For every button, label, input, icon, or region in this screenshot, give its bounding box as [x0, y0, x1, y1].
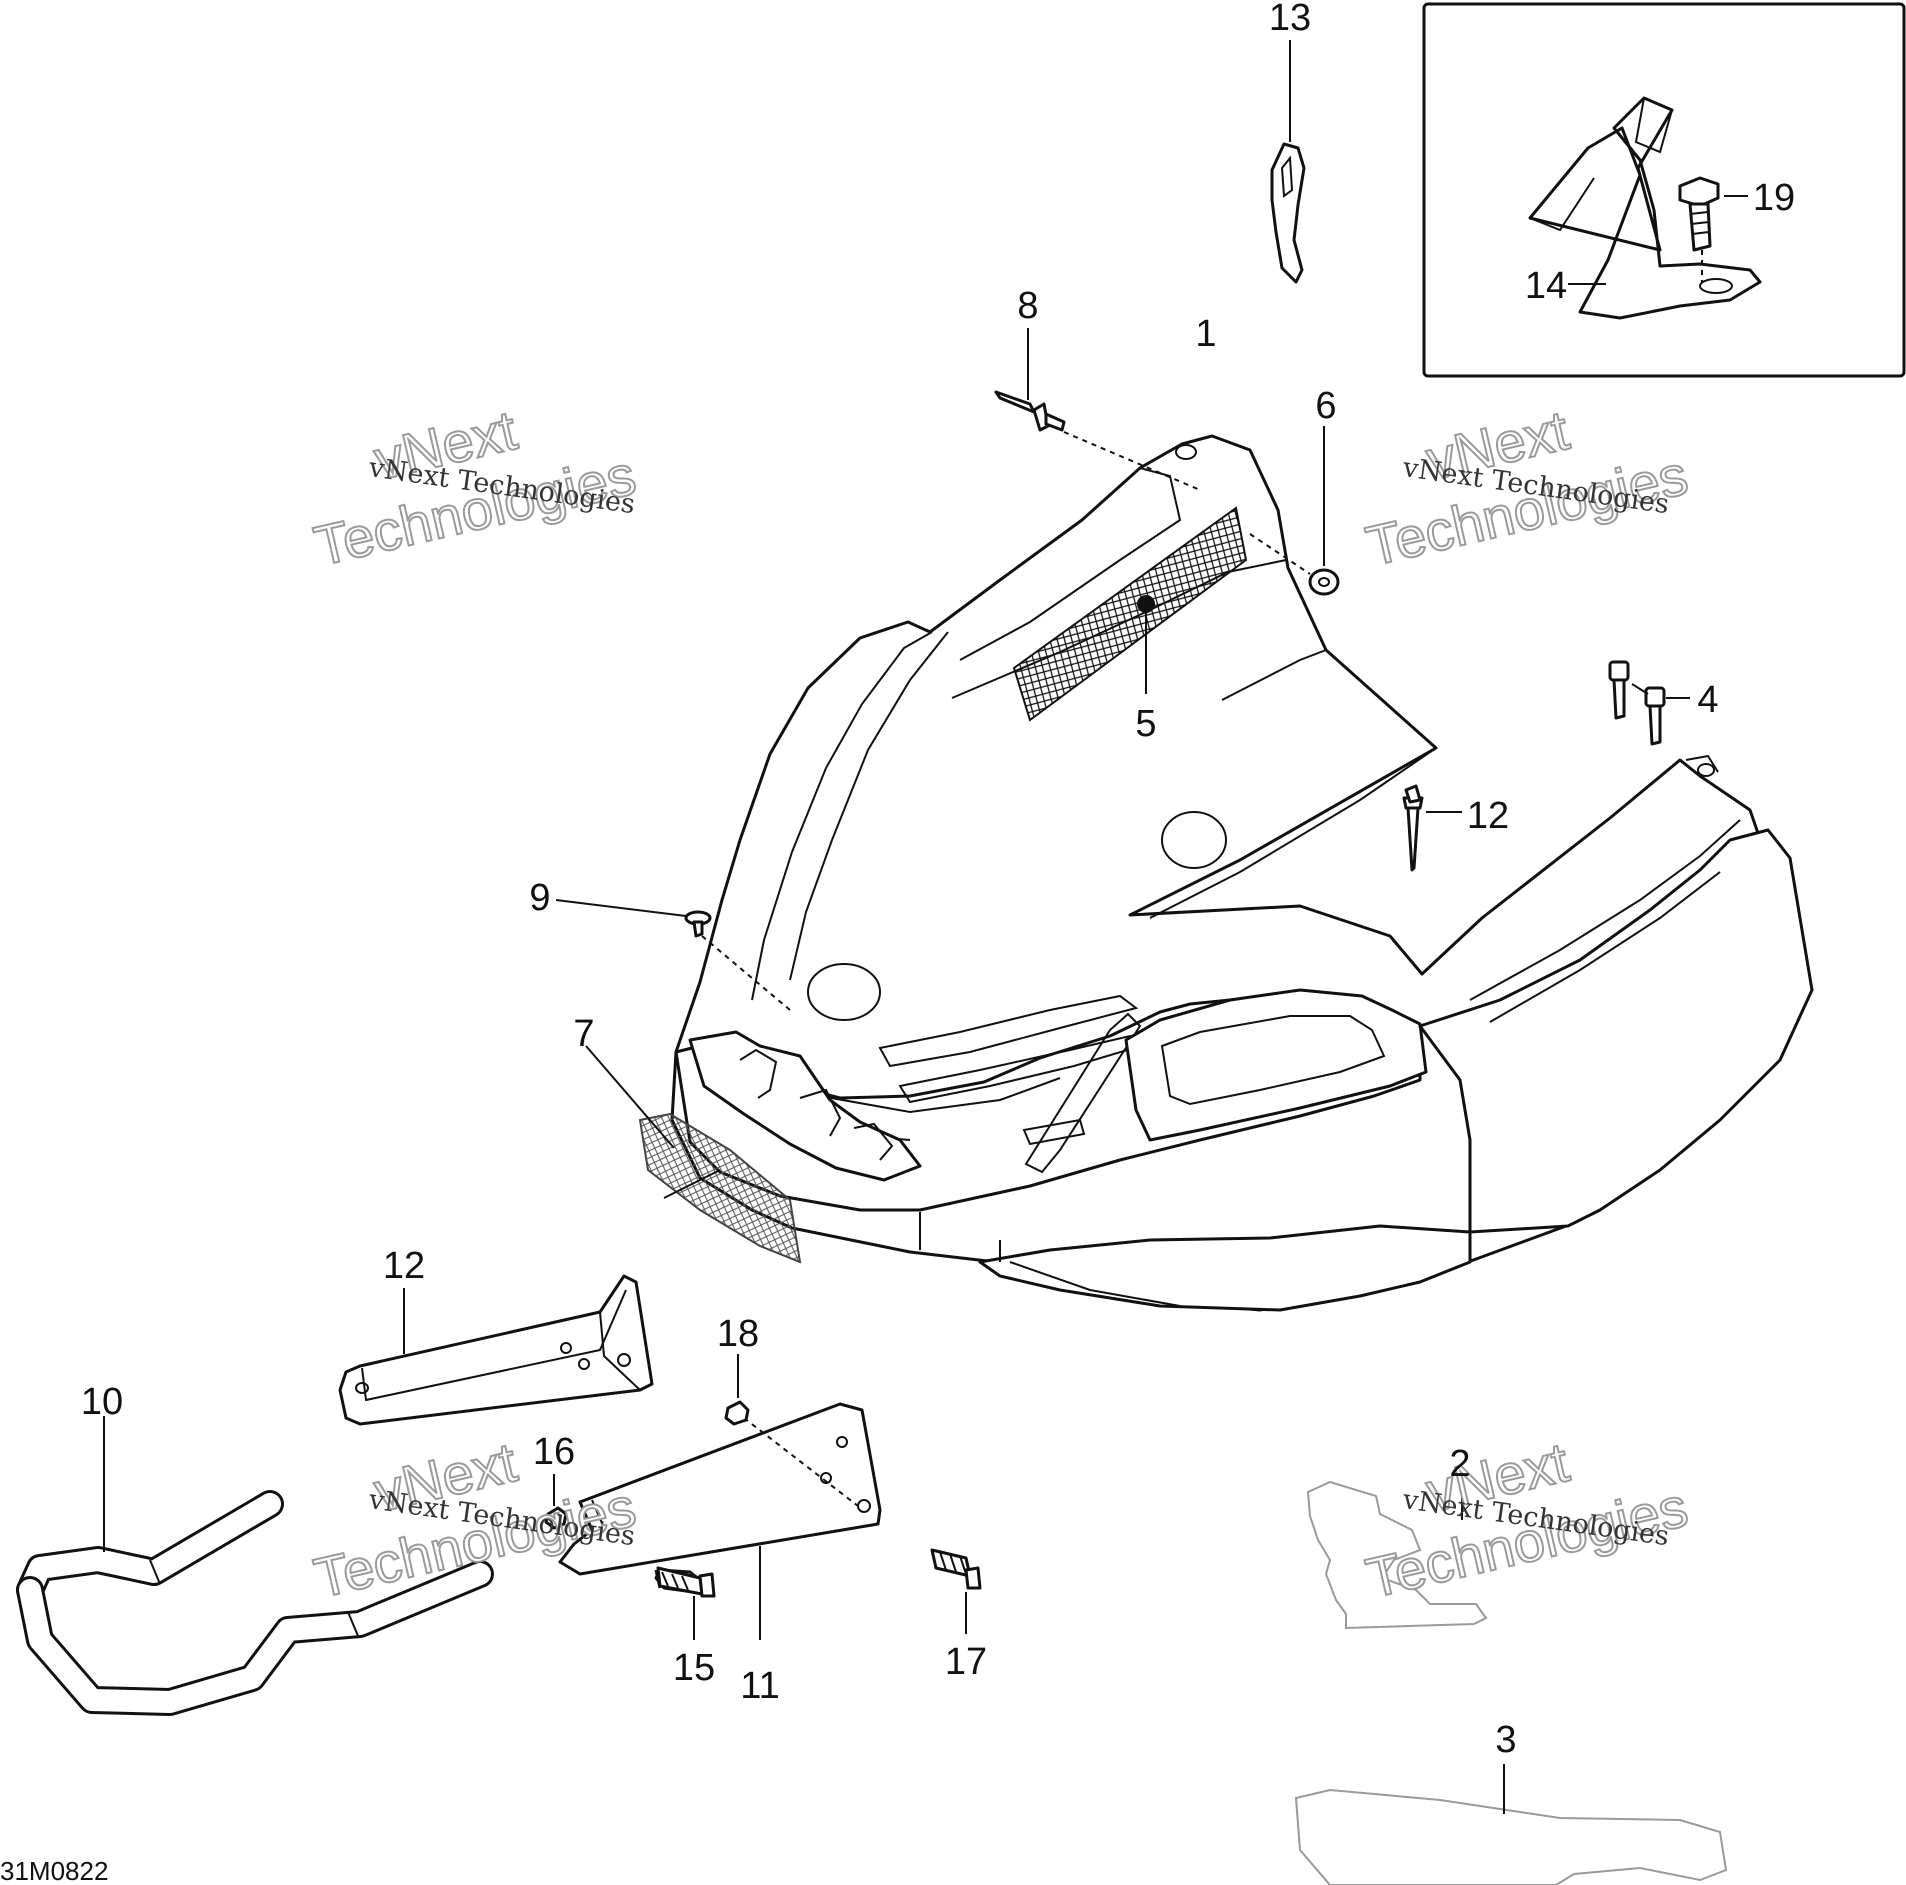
callout-5: 5 — [1135, 703, 1156, 745]
callout-11: 11 — [740, 1665, 779, 1707]
rivet-part-8 — [994, 328, 1201, 491]
callout-1: 1 — [1195, 313, 1216, 355]
callout-15: 15 — [673, 1647, 715, 1689]
bracket-part-12-lower — [338, 1274, 654, 1426]
callout-10: 10 — [81, 1381, 123, 1423]
callout-17: 17 — [945, 1641, 987, 1683]
decal-part-2 — [1306, 1480, 1488, 1630]
mesh-part-5 — [1012, 506, 1248, 722]
watermark-top-right: vNext Technologies vNext Technologies — [1360, 397, 1695, 579]
callout-18: 18 — [717, 1313, 759, 1355]
screws-part-4 — [1608, 660, 1690, 746]
rivet-part-12-upper — [1402, 784, 1462, 872]
callout-8: 8 — [1017, 285, 1038, 327]
diagram-code: 31M0822 — [0, 1856, 108, 1885]
inset-box — [1422, 2, 1906, 378]
callout-12-lower: 12 — [383, 1245, 425, 1287]
callout-2: 2 — [1449, 1443, 1470, 1485]
callout-7: 7 — [573, 1013, 594, 1055]
callout-6: 6 — [1315, 385, 1336, 427]
bolt-part-19 — [1678, 176, 1720, 282]
nut-part-16 — [544, 1474, 568, 1530]
callout-14: 14 — [1525, 265, 1567, 307]
callout-13: 13 — [1269, 0, 1311, 39]
callout-4: 4 — [1697, 679, 1718, 721]
callout-labels: 1 2 3 4 5 6 7 8 9 10 11 12 12 13 14 15 1… — [81, 0, 1795, 1761]
watermark-bottom-right: vNext Technologies vNext Technologies — [1360, 1429, 1695, 1611]
callout-3: 3 — [1495, 1719, 1516, 1761]
hood-part-1 — [670, 434, 1814, 1312]
callout-12-upper: 12 — [1467, 795, 1509, 837]
callout-19: 19 — [1753, 177, 1795, 219]
clip-part-13 — [1270, 40, 1306, 284]
handle-bar-part-10 — [16, 1416, 494, 1716]
callout-16: 16 — [533, 1431, 575, 1473]
mesh-part-7 — [585, 1045, 802, 1264]
bracket-part-14 — [1528, 96, 1762, 320]
nut-part-18 — [724, 1354, 750, 1426]
washer-part-6 — [1249, 426, 1340, 596]
bolt-part-15 — [654, 1566, 716, 1640]
watermark-top-left: vNext Technologies vNext Technologies — [308, 397, 643, 579]
bolt-part-17 — [930, 1548, 982, 1634]
plate-part-11 — [558, 1402, 882, 1640]
fastener-part-9 — [555, 899, 791, 1011]
decal-part-3 — [1294, 1764, 1728, 1885]
callout-9: 9 — [529, 877, 550, 919]
